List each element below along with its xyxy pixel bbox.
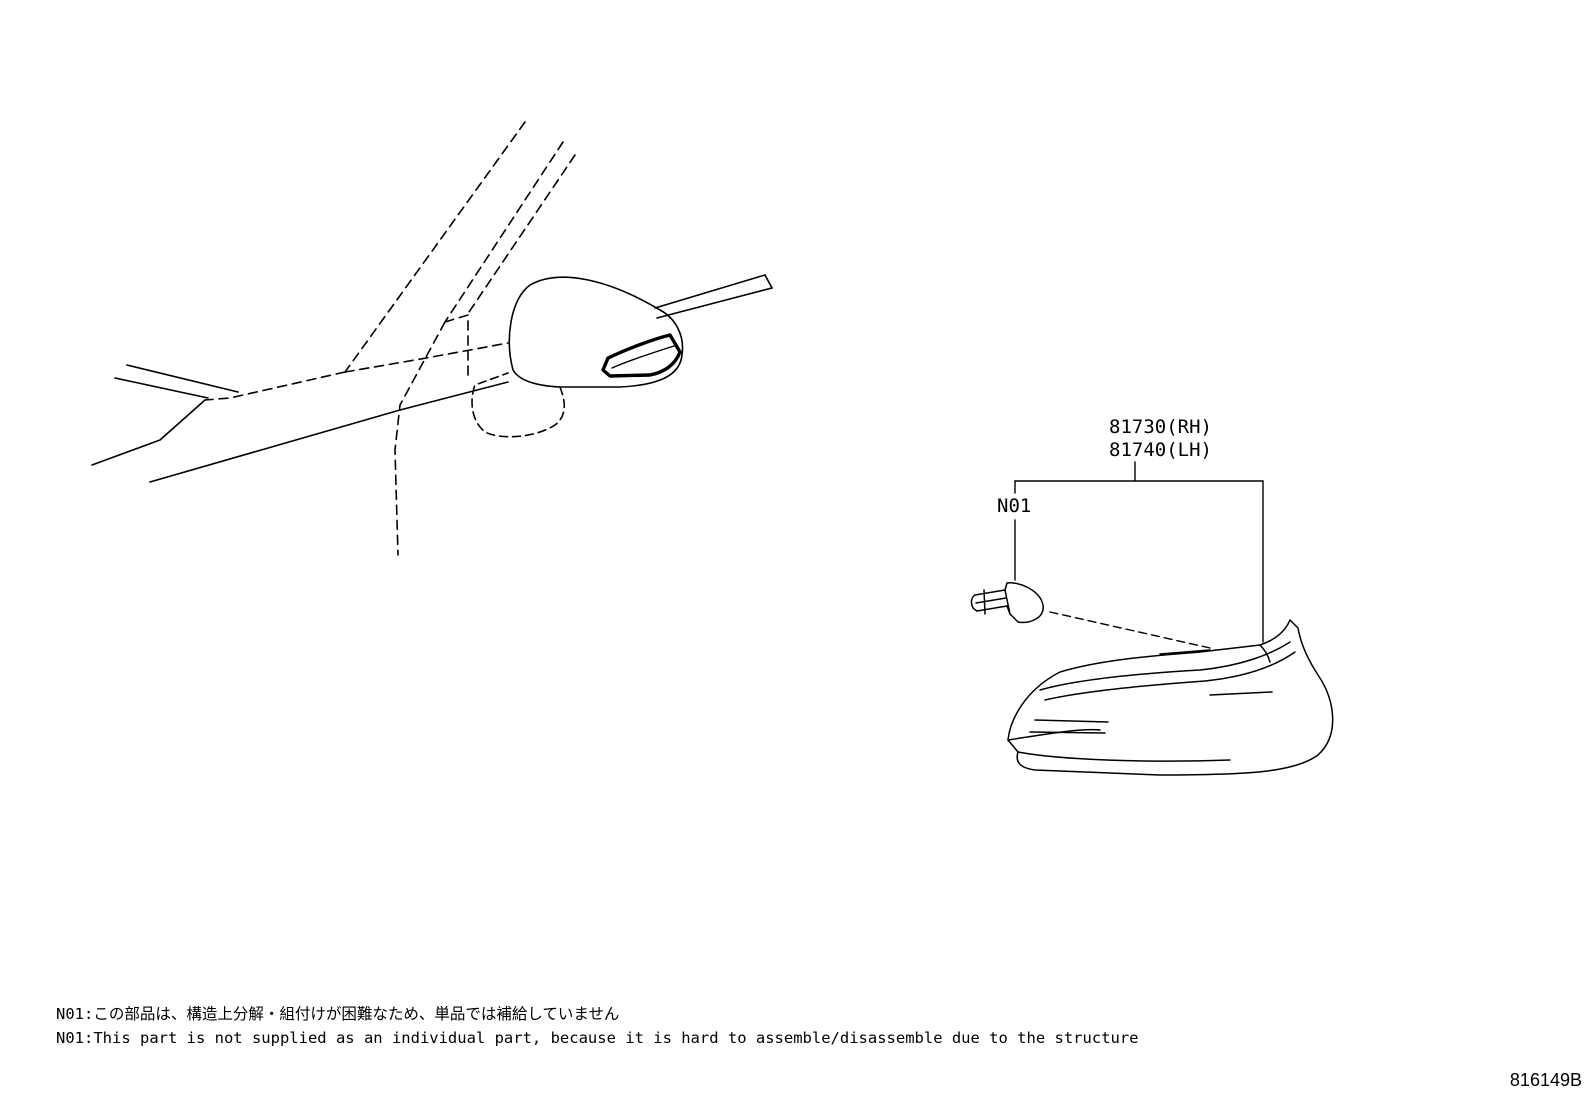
assembly-guide-line [1049, 611, 1211, 649]
illustration-code: 816149B [1509, 1070, 1582, 1090]
note-english: N01:This part is not supplied as an indi… [56, 1029, 1139, 1047]
vehicle-context-drawing [91, 121, 773, 556]
bulb-reference-label: N01 [997, 495, 1032, 517]
part-number-rh-label: 81730(RH) [1109, 416, 1212, 438]
mirror-housing-drawing [471, 276, 684, 438]
callout-bracket [1014, 461, 1264, 643]
turn-signal-lamp-drawing [1007, 619, 1334, 776]
note-japanese: N01:この部品は、構造上分解・組付けが困難なため、単品では補給していません [56, 1005, 620, 1023]
bulb-drawing [970, 582, 1044, 624]
part-number-lh-label: 81740(LH) [1109, 439, 1212, 461]
